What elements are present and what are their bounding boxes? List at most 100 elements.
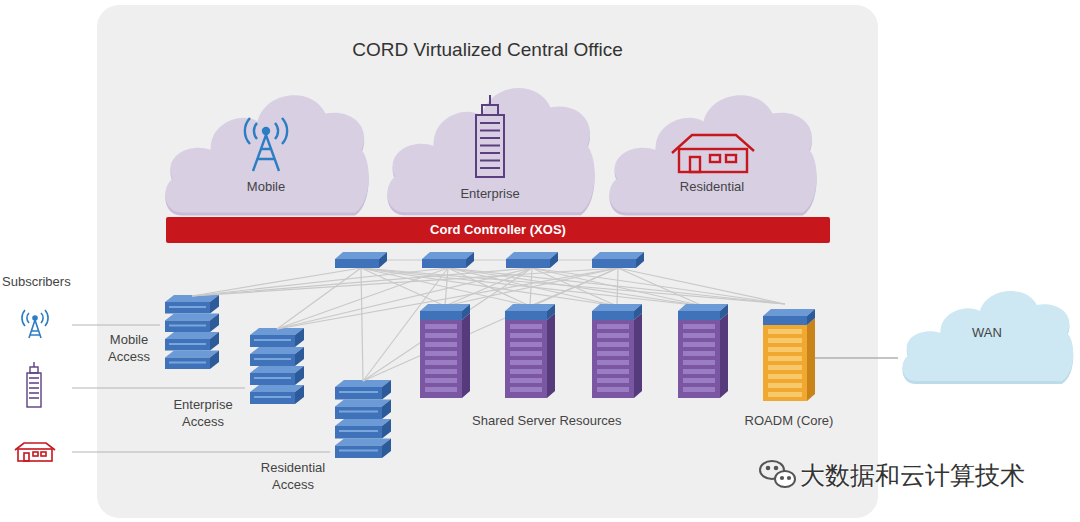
house-window [710, 155, 720, 162]
unit-side [210, 332, 219, 351]
tower-icon [245, 118, 287, 171]
building-antenna [489, 95, 491, 105]
roadm-slat [768, 392, 802, 397]
roadm-slat [768, 329, 802, 334]
unit-detail [339, 450, 378, 452]
unit-front [165, 302, 210, 314]
tower-dot [263, 128, 269, 134]
unit-side [382, 419, 391, 439]
node-shape [335, 380, 391, 458]
building-floor [480, 152, 500, 154]
unit-side [382, 439, 391, 459]
group-label: Shared Server Resources [472, 413, 622, 428]
unit-side [210, 314, 219, 333]
house-door [690, 157, 700, 172]
node-shape [160, 85, 372, 215]
roadm-slat [768, 347, 802, 352]
side-label: Subscribers [2, 274, 71, 289]
unit-detail [254, 396, 291, 398]
access-stack: Residential Access [335, 380, 391, 458]
unit-front [335, 387, 382, 400]
roadm-side [807, 318, 815, 401]
building-icon [476, 95, 504, 177]
unit-top [335, 419, 391, 426]
subscriber-tower-icon [22, 310, 48, 338]
roadm-slat [768, 365, 802, 370]
node-shape [763, 303, 815, 401]
roadm-label: ROADM (Core) [745, 413, 834, 428]
house-window [726, 155, 736, 162]
cloud-shape [165, 95, 368, 212]
unit-detail [169, 362, 206, 364]
building-floor [480, 122, 500, 124]
building-floor [480, 137, 500, 139]
node-shape [165, 295, 219, 369]
unit-side [382, 380, 391, 400]
access-label: Residential Access [253, 459, 333, 493]
subscriber-building-icon [27, 362, 41, 407]
roadm-rack: ROADM (Core) [763, 303, 815, 401]
unit-top [250, 347, 304, 354]
unit-detail [169, 343, 206, 345]
cloud-label: Enterprise [382, 186, 598, 201]
unit-front [165, 339, 210, 351]
tower-wave [254, 123, 278, 139]
unit-detail [254, 358, 291, 360]
unit-front [335, 407, 382, 420]
unit-top [335, 380, 391, 387]
house-icon [672, 135, 754, 172]
unit-detail [254, 339, 291, 341]
building-body [476, 115, 504, 177]
unit-top [165, 295, 219, 302]
wan-cloud: WAN [898, 283, 1076, 383]
roadm-slat [768, 383, 802, 388]
unit-front [335, 426, 382, 439]
building-floor [480, 145, 500, 147]
access-stack: Mobile Access [165, 295, 219, 369]
unit-top [335, 439, 391, 446]
building-floor [480, 167, 500, 169]
service-cloud: Enterprise [382, 77, 598, 215]
controller-bar: Cord Controller (XOS) [166, 217, 830, 243]
cloud-shape [609, 95, 816, 212]
unit-side [295, 328, 304, 347]
unit-side [295, 347, 304, 366]
roadm-slat [768, 338, 802, 343]
unit-side [210, 351, 219, 370]
unit-front [165, 321, 210, 333]
roadm-front [763, 325, 807, 401]
unit-front [250, 373, 295, 385]
unit-detail [339, 391, 378, 393]
switch-top [763, 309, 815, 316]
access-label: Enterprise Access [166, 396, 240, 430]
unit-top [250, 328, 304, 335]
unit-top [250, 366, 304, 373]
unit-front [335, 446, 382, 459]
unit-side [210, 295, 219, 314]
unit-top [335, 400, 391, 407]
unit-front [250, 335, 295, 347]
house-roof [672, 135, 754, 153]
unit-top [165, 351, 219, 358]
service-cloud: Mobile [160, 85, 372, 215]
unit-side [382, 400, 391, 420]
panel-title: CORD Virtualized Central Office [97, 39, 878, 61]
unit-front [250, 354, 295, 366]
building-floor [480, 160, 500, 162]
cloud-label: Residential [604, 179, 820, 194]
unit-side [295, 366, 304, 385]
unit-top [250, 385, 304, 392]
subscriber-house-icon [15, 443, 55, 461]
wan-label: WAN [898, 325, 1076, 340]
unit-detail [339, 430, 378, 432]
unit-top [165, 314, 219, 321]
access-label: Mobile Access [101, 331, 157, 365]
unit-top [165, 332, 219, 339]
switch-front [763, 316, 807, 325]
office-panel: CORD Virtualized Central OfficeMobileEnt… [97, 5, 878, 518]
switch-side [807, 309, 815, 325]
unit-detail [254, 377, 291, 379]
roadm-slat [768, 374, 802, 379]
building-top [482, 105, 498, 115]
unit-front [165, 358, 210, 370]
